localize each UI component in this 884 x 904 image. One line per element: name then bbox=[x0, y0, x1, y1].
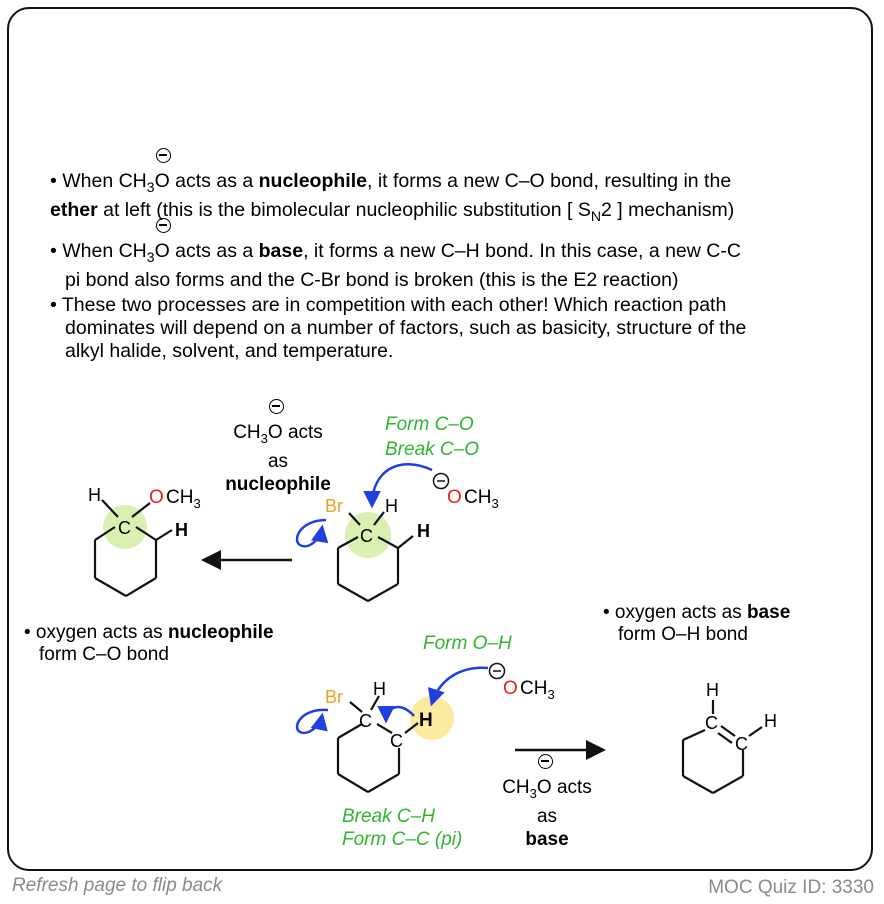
atom-br: Br bbox=[325, 496, 343, 516]
atom-h: H bbox=[385, 496, 398, 516]
e2-product-molecule: C C H H bbox=[681, 680, 777, 794]
e2-break-ch-label: Break C–H bbox=[342, 806, 435, 827]
negative-charge-icon bbox=[268, 399, 284, 414]
bullet-competition: • These two processes are in competition… bbox=[50, 294, 747, 362]
atom-c: C bbox=[360, 526, 373, 546]
svg-text:O: O bbox=[503, 678, 518, 699]
atom-c: C bbox=[705, 713, 718, 733]
sn2-break-co-label: Break C–O bbox=[385, 439, 479, 460]
negative-charge-icon bbox=[155, 218, 171, 233]
curved-arrow-deprotonation bbox=[427, 666, 489, 707]
sn2-product-molecule: C H H O CH3 bbox=[88, 485, 201, 597]
svg-text:O: O bbox=[447, 487, 462, 508]
atom-h: H bbox=[373, 679, 386, 699]
card-frame bbox=[7, 7, 873, 871]
atom-h: H bbox=[88, 485, 101, 505]
curved-arrow-leaving bbox=[295, 708, 329, 735]
atom-c: C bbox=[118, 518, 131, 538]
atom-c: C bbox=[735, 734, 748, 754]
flip-back-hint[interactable]: Refresh page to flip back bbox=[12, 875, 223, 896]
e2-form-oh-label: Form O–H bbox=[423, 633, 512, 654]
atom-h: H bbox=[764, 711, 777, 731]
curved-arrow-leaving bbox=[295, 518, 329, 548]
atom-o: O bbox=[149, 487, 164, 508]
sn2-form-co-label: Form C–O bbox=[385, 414, 474, 435]
negative-charge-icon bbox=[155, 148, 171, 163]
atom-br: Br bbox=[325, 687, 343, 707]
carbon-highlight-glow bbox=[345, 512, 391, 558]
e2-methoxide: O CH3 bbox=[488, 662, 555, 702]
atom-h: H bbox=[706, 680, 719, 700]
quiz-id-label: MOC Quiz ID: 3330 bbox=[708, 877, 874, 898]
carbon-highlight-glow bbox=[103, 505, 147, 549]
negative-charge-icon bbox=[537, 754, 553, 769]
hydrogen-highlight-glow bbox=[410, 696, 454, 740]
e2-note: • oxygen acts as base form O–H bond bbox=[603, 602, 791, 645]
atom-h-bold: H bbox=[175, 520, 188, 540]
atom-h-bold: H bbox=[419, 710, 433, 731]
atom-h-bold: H bbox=[417, 521, 430, 541]
sn2-substrate-molecule: C Br H H bbox=[325, 496, 430, 602]
curved-arrow-attack bbox=[363, 462, 433, 509]
atom-c: C bbox=[390, 731, 403, 751]
methyl-group: CH3 bbox=[166, 487, 201, 511]
atom-c: C bbox=[359, 711, 372, 731]
curved-arrow-pi-bond bbox=[377, 705, 415, 724]
sn2-methoxide: O CH3 bbox=[432, 472, 499, 511]
svg-text:CH3: CH3 bbox=[464, 487, 499, 511]
e2-substrate-molecule: C C Br H H bbox=[325, 679, 454, 793]
e2-form-cc-label: Form C–C (pi) bbox=[342, 829, 463, 850]
svg-text:CH3: CH3 bbox=[520, 678, 555, 702]
sn2-note: • oxygen acts as nucleophile form C–O bo… bbox=[24, 622, 274, 665]
